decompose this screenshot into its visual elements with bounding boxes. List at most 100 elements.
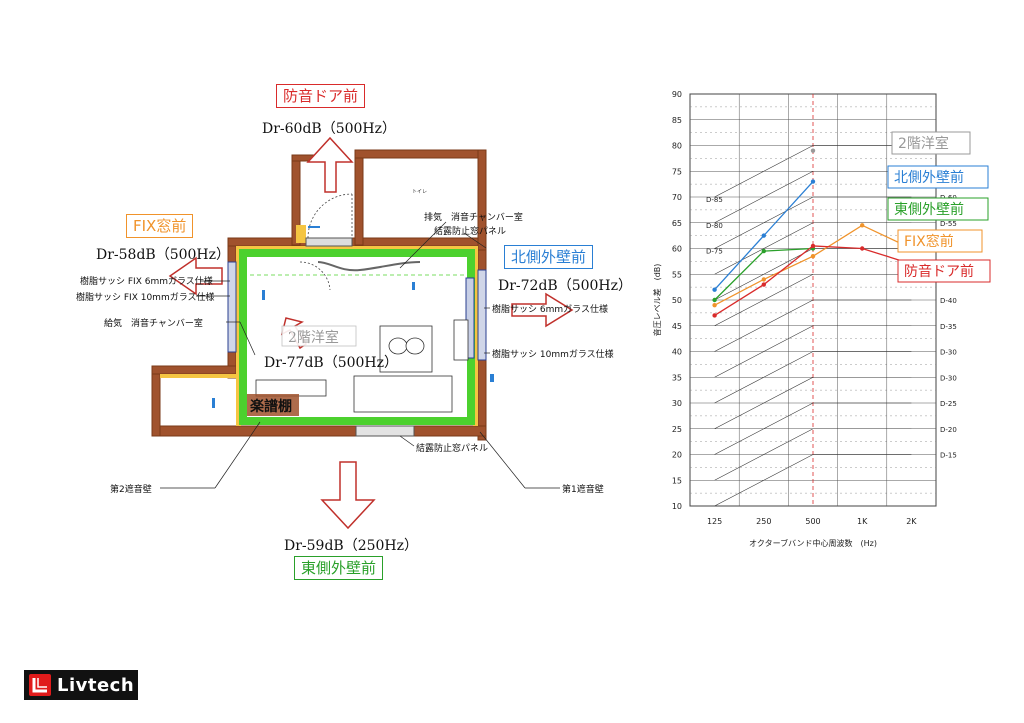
x-tick-label: 250 bbox=[756, 517, 771, 526]
y-tick-label: 85 bbox=[672, 116, 682, 125]
door-swing bbox=[307, 193, 353, 239]
d-label: D-20 bbox=[940, 426, 957, 434]
east-wall-arrow bbox=[320, 461, 376, 530]
d-curve bbox=[714, 454, 912, 507]
series-point bbox=[712, 302, 717, 308]
dr-north: Dr-72dB（500Hz） bbox=[498, 278, 633, 294]
d-curve bbox=[714, 402, 912, 455]
x-tick-label: 1K bbox=[857, 517, 868, 526]
d-label-left: D-80 bbox=[706, 222, 723, 230]
vent-fixtures bbox=[212, 226, 494, 408]
legend-label: 北側外壁前 bbox=[894, 169, 964, 186]
furniture bbox=[255, 319, 469, 413]
label-resin-fix6: 樹脂サッシ FIX 6mmガラス仕様 bbox=[80, 277, 213, 287]
tag-door-front: 防音ドア前 bbox=[276, 84, 366, 108]
north-wall-arrow bbox=[511, 292, 574, 328]
y-axis-label: 音圧レベル差 (dB) bbox=[652, 264, 662, 337]
label-room: 2階洋室 bbox=[288, 330, 339, 346]
y-tick-label: 55 bbox=[672, 270, 682, 279]
x-tick-label: 125 bbox=[707, 517, 722, 526]
label-dew-bottom: 結露防止窓パネル bbox=[416, 444, 489, 454]
y-tick-label: 30 bbox=[672, 399, 682, 408]
d-curve bbox=[714, 273, 912, 327]
series-point bbox=[810, 179, 816, 184]
tag-north-front: 北側外壁前 bbox=[504, 245, 594, 269]
legend-box bbox=[891, 131, 971, 155]
d-curve bbox=[714, 428, 912, 481]
label-resin10-right: 樹脂サッシ 10mmガラス仕様 bbox=[492, 350, 614, 360]
legend-box bbox=[887, 197, 989, 221]
d-label: D-30 bbox=[940, 374, 957, 382]
y-tick-label: 80 bbox=[672, 142, 682, 151]
y-tick-label: 50 bbox=[672, 296, 682, 305]
y-tick-label: 40 bbox=[672, 348, 682, 357]
d-label: D-30 bbox=[940, 349, 957, 357]
legend-box bbox=[897, 229, 983, 253]
series-point bbox=[761, 282, 766, 287]
d-label-left: D-75 bbox=[706, 248, 723, 256]
d-curve bbox=[714, 222, 912, 275]
logo-text: Livtech bbox=[57, 674, 135, 696]
dr-fix: Dr-58dB（500Hz） bbox=[96, 247, 231, 263]
floor-plan bbox=[151, 136, 574, 530]
d-curve bbox=[714, 351, 912, 404]
x-tick-label: 2K bbox=[906, 517, 917, 526]
livtech-logo: Livtech bbox=[24, 670, 138, 700]
y-tick-label: 25 bbox=[672, 425, 682, 434]
series-point bbox=[761, 248, 766, 254]
y-tick-label: 35 bbox=[672, 373, 682, 382]
label-toilet: トイレ bbox=[412, 189, 428, 195]
y-tick-label: 20 bbox=[672, 451, 682, 460]
dr-inner: Dr-77dB（500Hz） bbox=[264, 355, 399, 371]
d-curve bbox=[714, 299, 912, 352]
label-wall2: 第2遮音壁 bbox=[110, 485, 152, 495]
d-curve bbox=[714, 170, 912, 224]
fix-window-arrow bbox=[168, 256, 223, 296]
y-tick-label: 90 bbox=[672, 90, 682, 99]
label-dew-top: 結露防止窓パネル bbox=[434, 227, 507, 237]
y-tick-label: 60 bbox=[672, 245, 682, 254]
y-tick-label: 70 bbox=[672, 193, 682, 202]
exhaust-duct bbox=[317, 261, 421, 272]
legend-box bbox=[887, 165, 989, 189]
legend-label: FIX窓前 bbox=[904, 233, 954, 250]
label-exhaust: 排気 消音チャンバー室 bbox=[424, 213, 523, 223]
label-wall1: 第1遮音壁 bbox=[562, 485, 604, 495]
series-point bbox=[712, 287, 717, 292]
d-curve bbox=[714, 145, 912, 198]
legend-label: 防音ドア前 bbox=[904, 263, 974, 280]
series-point bbox=[712, 313, 717, 318]
tag-fix-front: FIX窓前 bbox=[126, 214, 194, 238]
d-label: D-15 bbox=[940, 452, 957, 460]
x-tick-label: 500 bbox=[805, 517, 820, 526]
shelf-box bbox=[247, 394, 299, 416]
series-point bbox=[712, 297, 717, 303]
series-point bbox=[761, 277, 766, 282]
d-label: D-35 bbox=[940, 323, 957, 331]
series-point bbox=[860, 223, 865, 228]
label-resin-fix10: 樹脂サッシ FIX 10mmガラス仕様 bbox=[76, 293, 215, 303]
x-axis-label: オクターブバンド中心周波数 (Hz) bbox=[749, 538, 877, 548]
tag-east-front: 東側外壁前 bbox=[294, 556, 384, 580]
series-point bbox=[810, 243, 816, 249]
d-label: D-40 bbox=[940, 297, 957, 305]
d-label: D-25 bbox=[940, 400, 957, 408]
label-shelf: 楽譜棚 bbox=[250, 399, 292, 415]
label-supply: 給気 消音チャンバー室 bbox=[104, 319, 203, 329]
legend-label: 2階洋室 bbox=[898, 135, 949, 152]
door-front-arrow bbox=[306, 136, 354, 193]
y-tick-label: 65 bbox=[672, 219, 682, 228]
series-point bbox=[810, 148, 816, 153]
y-tick-label: 75 bbox=[672, 167, 682, 176]
logo-mark-icon bbox=[29, 674, 51, 696]
y-tick-label: 45 bbox=[672, 322, 682, 331]
d-label: D-55 bbox=[940, 220, 957, 228]
legend-label: 東側外壁前 bbox=[894, 201, 964, 218]
series-point bbox=[761, 233, 766, 238]
y-tick-label: 15 bbox=[672, 476, 682, 485]
series-point bbox=[810, 254, 816, 259]
series-point bbox=[860, 246, 865, 251]
legend-box bbox=[897, 259, 991, 283]
windows bbox=[227, 237, 487, 437]
